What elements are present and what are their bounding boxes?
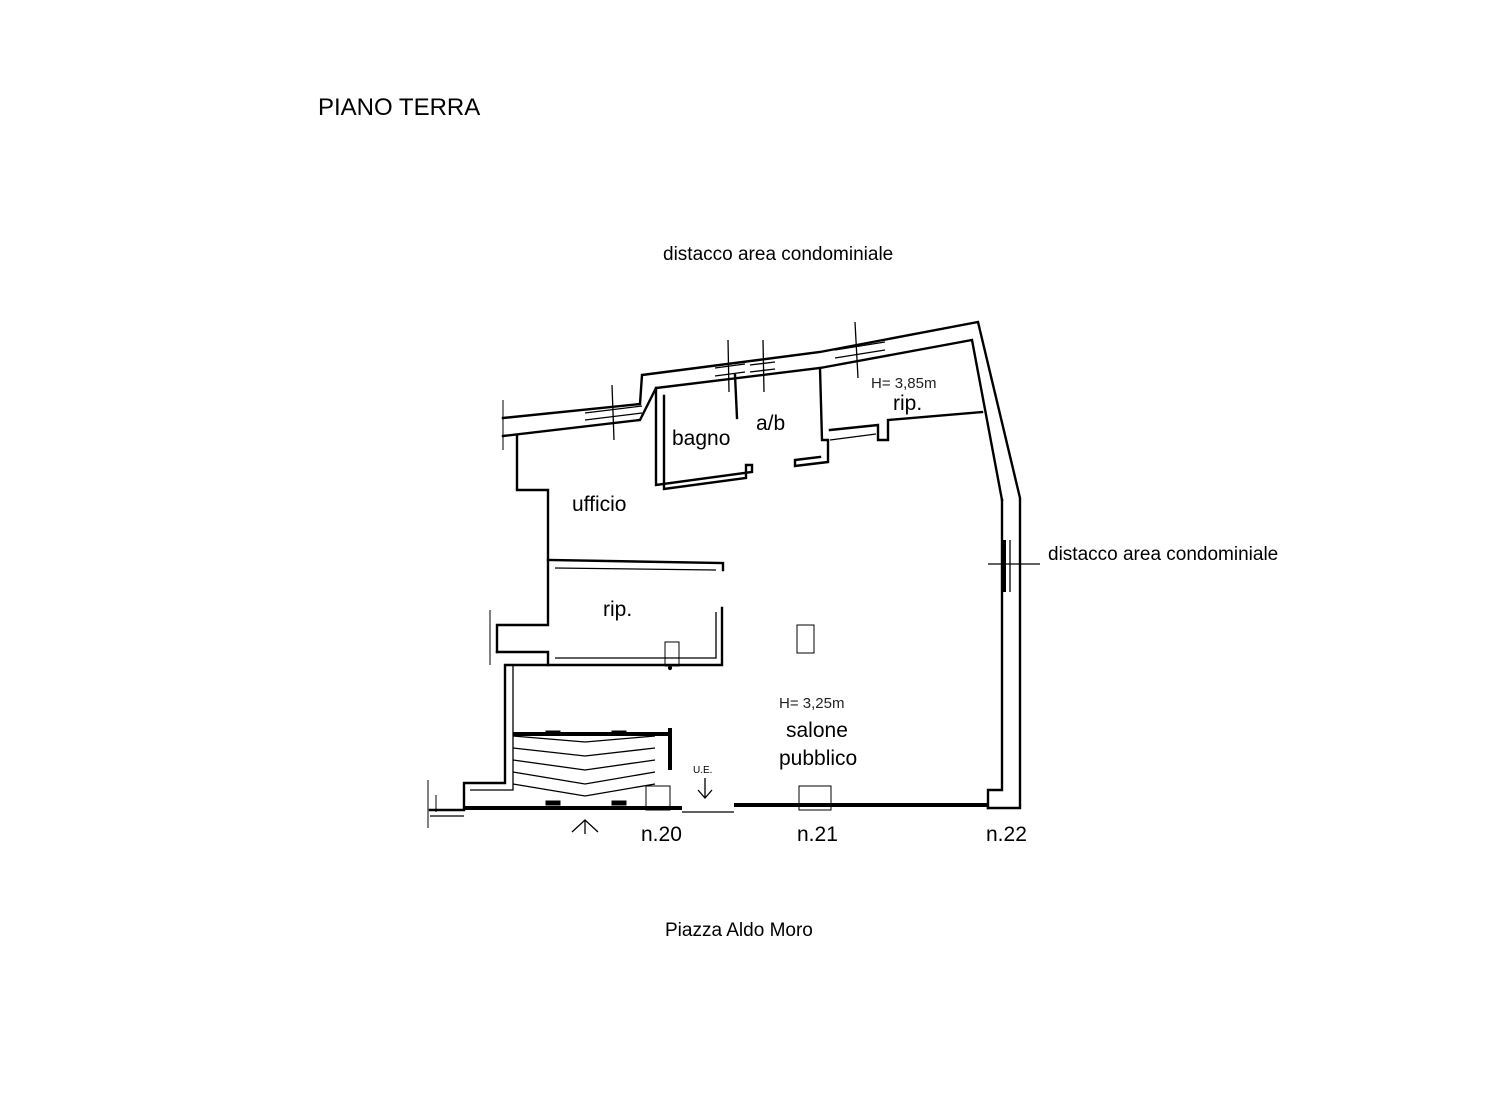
room-label-ufficio: ufficio xyxy=(572,493,626,516)
rip-west-top-wall xyxy=(546,558,725,572)
west-boundary-ticks xyxy=(427,400,504,828)
top-boundary-label: distacco area condominiale xyxy=(663,244,893,265)
room-label-pubblico: pubblico xyxy=(779,747,857,770)
window-west xyxy=(584,384,643,441)
room-label-salone: salone xyxy=(786,719,848,742)
pillar-n20 xyxy=(645,785,671,811)
room-label-antibagno: a/b xyxy=(756,412,785,435)
rip-north-walls xyxy=(828,410,984,442)
arrow-down-icon xyxy=(697,778,713,799)
east-wall-opening xyxy=(988,540,1040,592)
rip-column xyxy=(664,641,680,667)
civic-number-22: n.22 xyxy=(986,823,1027,846)
floor-title: PIANO TERRA xyxy=(318,94,480,121)
entrance-stair xyxy=(512,728,672,806)
window-bagno xyxy=(714,339,746,393)
height-label-salone: H= 3,25m xyxy=(779,695,844,712)
room-label-rip-north: rip. xyxy=(893,392,922,415)
rip-west-right-wall xyxy=(546,606,724,667)
pillar-n21 xyxy=(798,785,832,811)
window-north-east xyxy=(834,321,886,379)
north-wall-inner xyxy=(501,338,1004,502)
room-label-bagno: bagno xyxy=(672,427,730,450)
civic-number-21: n.21 xyxy=(797,823,838,846)
central-pillar xyxy=(796,624,815,654)
west-wall xyxy=(495,434,550,654)
arrow-up-icon xyxy=(571,819,599,834)
partition-bagno-ab xyxy=(733,373,739,420)
facade-base-line xyxy=(430,811,734,817)
rip-west-right-wall-inner xyxy=(555,612,717,659)
bagno-walls xyxy=(654,386,754,491)
right-boundary-label: distacco area condominiale xyxy=(1048,544,1278,565)
civic-number-20: n.20 xyxy=(641,823,682,846)
rip-west-top-wall-inner xyxy=(554,567,717,571)
window-ab xyxy=(749,339,776,393)
street-label: Piazza Aldo Moro xyxy=(665,920,813,941)
ab-east-wall xyxy=(793,366,830,468)
rip-column-dot xyxy=(667,665,673,671)
west-wall-stub xyxy=(470,665,514,791)
emergency-exit-label: U.E. xyxy=(693,765,712,776)
east-wall-inner xyxy=(986,498,1004,810)
west-wall-lower xyxy=(428,650,550,812)
rip-north-walls-inner xyxy=(829,433,877,441)
height-label-north: H= 3,85m xyxy=(871,375,936,392)
north-wall-outer xyxy=(501,320,1022,810)
room-label-rip-west: rip. xyxy=(603,598,632,621)
